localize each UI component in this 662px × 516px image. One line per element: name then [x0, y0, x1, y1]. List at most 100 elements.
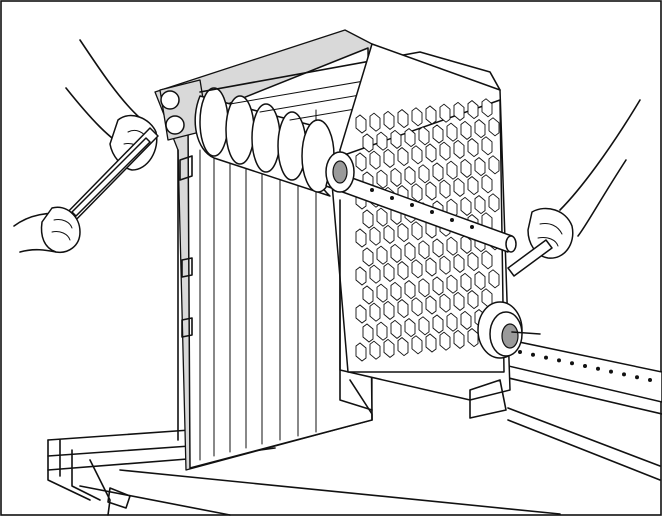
pin	[453, 253, 465, 273]
rail-hole	[609, 369, 613, 374]
pin	[439, 179, 451, 199]
pin	[369, 112, 381, 132]
pin	[439, 103, 451, 123]
pin	[404, 128, 416, 148]
pin	[397, 223, 409, 243]
pin	[439, 255, 451, 275]
perforated-rail	[499, 337, 662, 415]
pin	[467, 138, 479, 158]
pin	[376, 283, 388, 303]
pin	[488, 193, 500, 213]
pin	[369, 226, 381, 246]
pin	[467, 252, 479, 272]
pin	[397, 147, 409, 167]
pin	[411, 335, 423, 355]
pin	[432, 162, 444, 182]
pin	[376, 131, 388, 151]
rail-holes	[518, 350, 652, 382]
pin	[369, 264, 381, 284]
pin	[355, 152, 367, 172]
pin	[460, 310, 472, 330]
pin	[397, 337, 409, 357]
pin	[425, 181, 437, 201]
rail-hole	[635, 375, 639, 380]
pin	[411, 221, 423, 241]
pin	[362, 247, 374, 267]
rail-hole	[583, 364, 587, 368]
pin	[362, 133, 374, 153]
pin	[376, 321, 388, 341]
pin	[404, 318, 416, 338]
pin	[376, 207, 388, 227]
pin	[439, 141, 451, 161]
pin	[467, 290, 479, 310]
rail-hole	[570, 361, 574, 366]
pin	[383, 338, 395, 358]
pin	[474, 271, 486, 291]
pin	[446, 122, 458, 142]
pin	[460, 158, 472, 178]
pin	[362, 285, 374, 305]
pin	[474, 157, 486, 177]
pin	[460, 120, 472, 140]
pin	[446, 236, 458, 256]
pin	[432, 124, 444, 144]
pin	[418, 164, 430, 184]
pin	[481, 98, 493, 118]
pin	[453, 329, 465, 349]
rail-hole	[557, 358, 561, 363]
pin	[432, 314, 444, 334]
pin	[390, 167, 402, 187]
pin	[481, 136, 493, 156]
pin	[355, 342, 367, 362]
pin	[355, 114, 367, 134]
left-hands-with-wrench	[13, 39, 159, 254]
pin	[453, 139, 465, 159]
pin	[390, 129, 402, 149]
pin	[404, 166, 416, 186]
pin	[383, 148, 395, 168]
pin	[376, 245, 388, 265]
pin	[383, 224, 395, 244]
pin	[397, 261, 409, 281]
pin	[383, 262, 395, 282]
pin	[446, 274, 458, 294]
pin	[411, 259, 423, 279]
pin	[362, 209, 374, 229]
pin	[390, 281, 402, 301]
pin	[481, 174, 493, 194]
pin	[418, 126, 430, 146]
pin	[355, 228, 367, 248]
pin	[488, 269, 500, 289]
pin	[390, 319, 402, 339]
pin	[369, 340, 381, 360]
pin	[355, 266, 367, 286]
lower-nozzle	[477, 301, 541, 359]
rail-hole	[648, 378, 652, 382]
pin	[397, 109, 409, 129]
pin	[355, 304, 367, 324]
pin	[362, 323, 374, 343]
pin	[397, 299, 409, 319]
rail-hole	[544, 355, 548, 360]
pin	[488, 117, 500, 137]
pin	[460, 272, 472, 292]
pin	[369, 302, 381, 322]
pin	[439, 331, 451, 351]
pin	[383, 300, 395, 320]
rail-hole	[518, 350, 522, 354]
pin	[425, 295, 437, 315]
pin	[460, 196, 472, 216]
upper-tie-rod	[325, 151, 517, 253]
pin	[418, 316, 430, 336]
pin	[432, 238, 444, 258]
pin	[383, 110, 395, 130]
pin	[453, 101, 465, 121]
rail-hole	[596, 366, 600, 371]
right-hand-with-wrench	[507, 99, 641, 277]
pin	[474, 195, 486, 215]
pin	[467, 176, 479, 196]
pin	[411, 145, 423, 165]
top-manifold	[159, 51, 501, 197]
